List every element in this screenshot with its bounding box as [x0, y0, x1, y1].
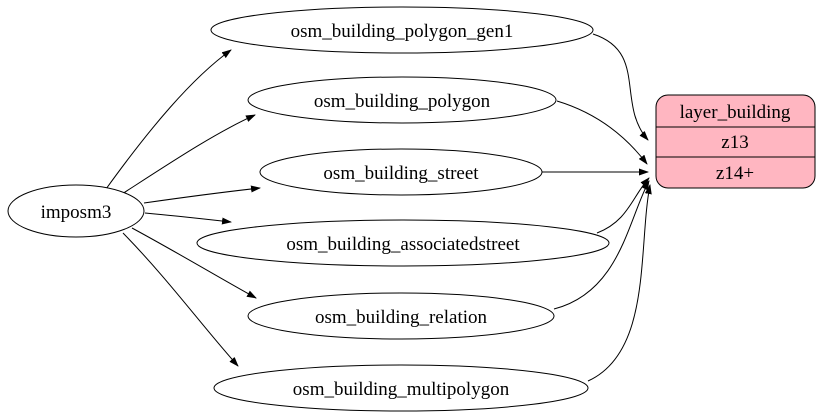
edge-imposm3-osm_building_polygon_gen1 [105, 49, 232, 190]
edge-imposm3-osm_building_polygon [121, 114, 256, 195]
node-osm_building_relation: osm_building_relation [247, 292, 555, 340]
node-osm_building_associatedstreet-label: osm_building_associatedstreet [286, 234, 520, 255]
node-osm_building_relation-label: osm_building_relation [315, 307, 488, 328]
node-imposm3: imposm3 [7, 184, 145, 238]
edge-osm_building_polygon_gen1-layer_building-z13 [592, 33, 649, 141]
node-osm_building_polygon_gen1-shape [210, 6, 594, 54]
node-osm_building_street: osm_building_street [259, 148, 543, 196]
node-layer_building-row-z13: z13 [721, 132, 748, 153]
node-osm_building_street-shape [259, 148, 543, 196]
node-osm_building_street-label: osm_building_street [323, 163, 479, 184]
edge-imposm3-osm_building_multipolygon [122, 232, 239, 367]
node-osm_building_multipolygon-shape [213, 364, 589, 412]
node-osm_building_relation-shape [247, 292, 555, 340]
node-layer_building-title: layer_building [680, 102, 791, 123]
node-layer_building: layer_building z13 z14+ [655, 94, 816, 189]
edge-imposm3-osm_building_associatedstreet [144, 212, 232, 225]
edge-osm_building_polygon-layer_building-z14 [556, 100, 648, 165]
edge-osm_building_multipolygon-layer_building-z14 [587, 184, 652, 382]
edge-osm_building_relation-layer_building-z14 [553, 180, 650, 310]
edge-imposm3-osm_building_street [143, 185, 261, 204]
node-layer_building-shape [655, 94, 816, 189]
node-imposm3-shape [7, 184, 145, 238]
node-osm_building_polygon_gen1-label: osm_building_polygon_gen1 [291, 21, 514, 42]
node-osm_building_associatedstreet-shape [196, 219, 610, 267]
node-osm_building_associatedstreet: osm_building_associatedstreet [196, 219, 610, 267]
node-osm_building_polygon: osm_building_polygon [247, 76, 557, 124]
node-osm_building_polygon_gen1: osm_building_polygon_gen1 [210, 6, 594, 54]
edge-osm_building_associatedstreet-layer_building-z14 [596, 177, 650, 234]
node-osm_building_polygon-label: osm_building_polygon [314, 91, 491, 112]
node-osm_building_multipolygon-label: osm_building_multipolygon [293, 379, 510, 400]
node-layer_building-row-z14: z14+ [716, 163, 754, 184]
node-imposm3-label: imposm3 [41, 202, 112, 223]
node-osm_building_polygon-shape [247, 76, 557, 124]
node-osm_building_multipolygon: osm_building_multipolygon [213, 364, 589, 412]
edge-imposm3-osm_building_relation [131, 227, 257, 299]
